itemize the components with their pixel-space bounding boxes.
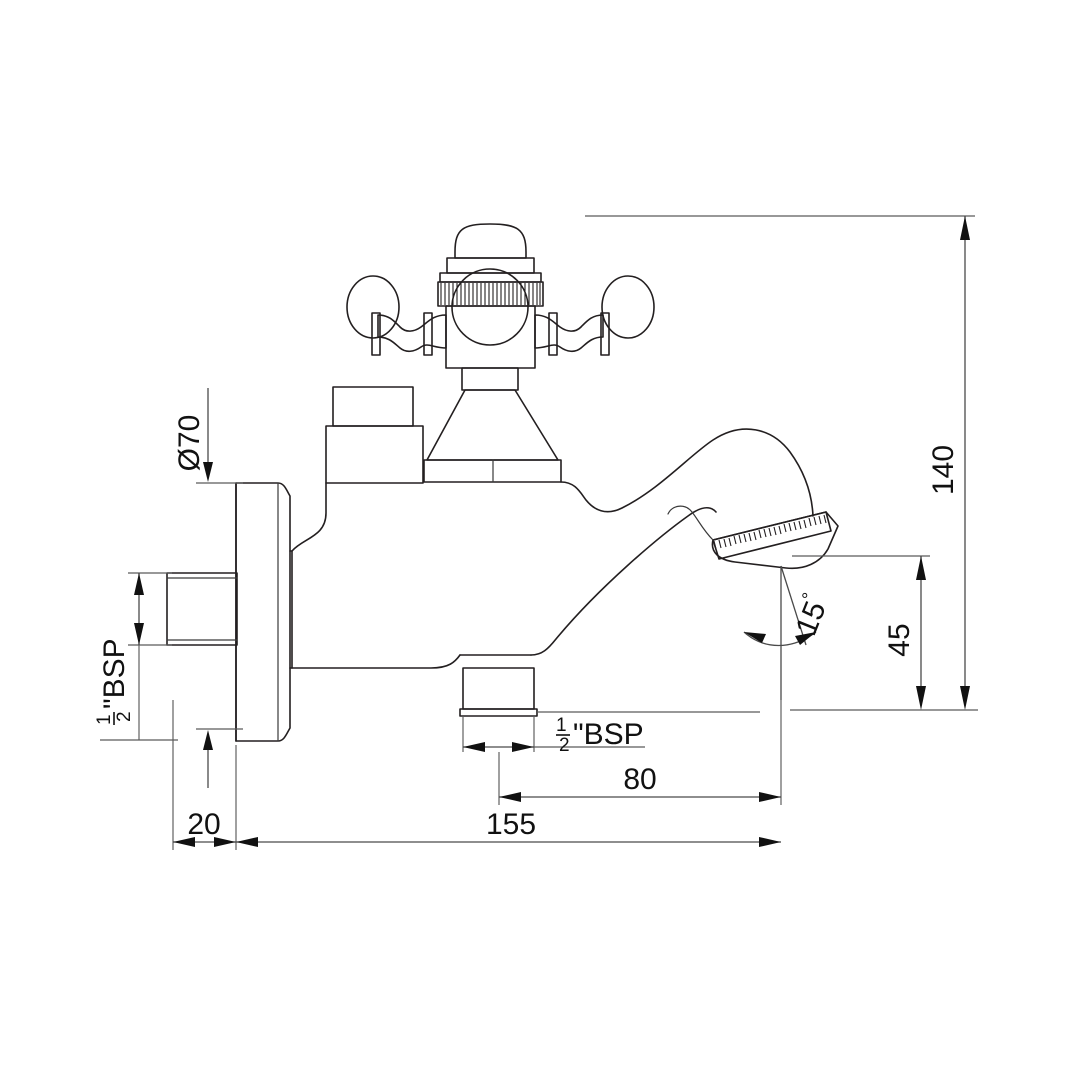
- dimension-label-overall-reach: 155: [486, 808, 536, 841]
- handle-cap-group: [439, 223, 542, 283]
- side-boss: [325, 386, 424, 484]
- bonnet-shroud: [423, 389, 562, 483]
- dimension-flange-projection: 20: [172, 700, 237, 850]
- outlet-nipple: [459, 667, 538, 717]
- dimension-label-spout-height: 45: [883, 623, 916, 656]
- svg-text:"BSP: "BSP: [98, 638, 131, 709]
- svg-text:15: 15: [790, 597, 833, 640]
- svg-text:2: 2: [114, 711, 135, 722]
- handle-arm-right: [534, 275, 655, 356]
- flange-shoulder: [289, 550, 293, 669]
- svg-text:"BSP: "BSP: [573, 718, 644, 751]
- dimension-label-spout-reach: 80: [623, 763, 656, 796]
- dimension-label-spout-angle: 15 °: [790, 590, 833, 640]
- dimension-flange-diameter: Ø70: [173, 388, 243, 788]
- handle-neck: [461, 367, 519, 391]
- wall-flange: [235, 482, 291, 742]
- dimension-overall-height: 140: [585, 215, 978, 711]
- dimension-overall-reach: 155: [236, 808, 781, 847]
- dimension-label-outlet-thread: 1 2 "BSP: [556, 715, 644, 756]
- svg-text:1: 1: [556, 715, 567, 736]
- inlet-nipple: [166, 572, 238, 646]
- dimension-group: Ø70 1 2 "BSP: [94, 215, 978, 850]
- dimension-outlet-thread: 1 2 "BSP: [462, 711, 760, 756]
- dimension-label-overall-height: 140: [927, 445, 960, 495]
- spout-aerator: [667, 505, 839, 570]
- dimension-label-inlet-thread: 1 2 "BSP: [94, 638, 135, 725]
- dimension-spout-reach: 80: [498, 700, 782, 805]
- handle-arm-left: [346, 275, 447, 356]
- dimension-label-flange-diameter: Ø70: [173, 415, 206, 472]
- dimension-inlet-thread: 1 2 "BSP: [94, 572, 178, 741]
- dimension-spout-height: 45: [792, 555, 930, 710]
- dimension-label-flange-projection: 20: [187, 808, 220, 841]
- svg-text:1: 1: [94, 714, 115, 725]
- faucet-body: [291, 428, 814, 669]
- faucet-outline-group: [166, 223, 839, 742]
- dimension-spout-angle: 15 °: [743, 565, 833, 700]
- svg-text:2: 2: [559, 735, 570, 756]
- handle-hub: [445, 268, 536, 369]
